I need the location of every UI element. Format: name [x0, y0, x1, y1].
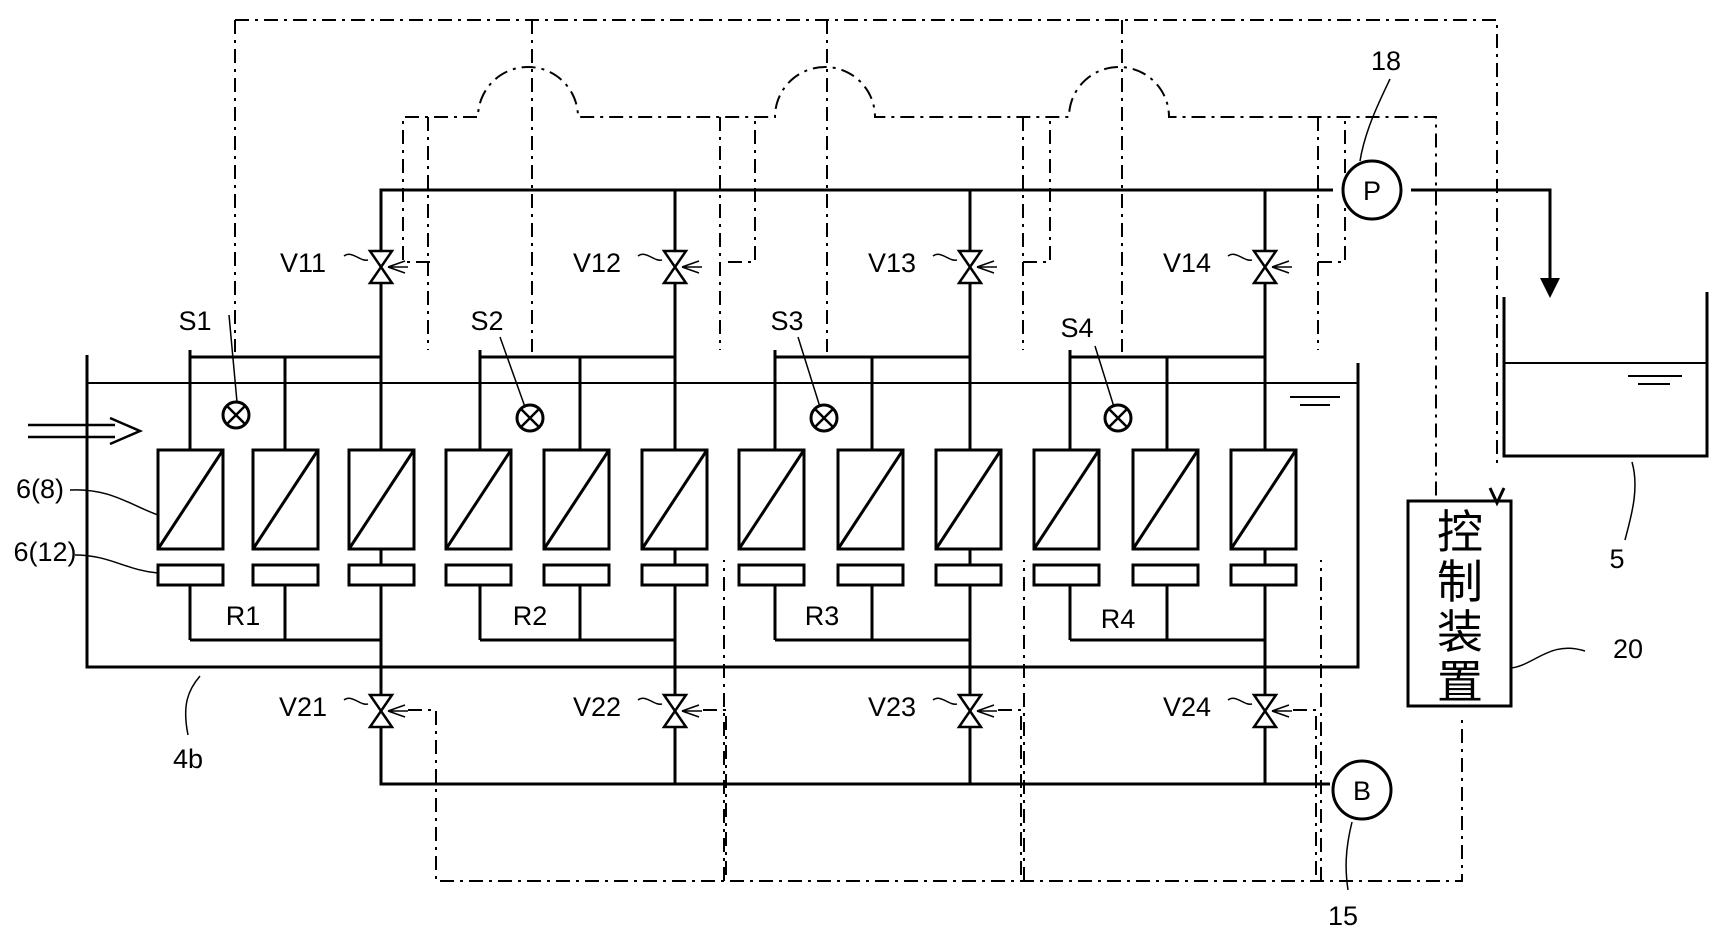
- valve-v11-label: V11: [280, 248, 326, 278]
- valve-v21[interactable]: [367, 685, 408, 735]
- controller-id-label: 20: [1613, 634, 1643, 664]
- inlet-arrow: [28, 416, 144, 446]
- valve-v22[interactable]: [661, 685, 702, 735]
- row-r4: [1032, 276, 1298, 685]
- tank-right-label: 5: [1609, 544, 1624, 574]
- pump-id-label: 18: [1371, 46, 1401, 76]
- row-r2-label: R2: [513, 601, 548, 631]
- sensor-s1: [221, 314, 251, 430]
- row-r1-label: R1: [226, 601, 261, 631]
- valve-v13-label: V13: [868, 248, 916, 278]
- control-device: [1406, 499, 1513, 708]
- row-r3-label: R3: [805, 601, 840, 631]
- row-r1: [156, 334, 416, 685]
- controller-char-2: 制: [1437, 555, 1483, 609]
- valve-v11[interactable]: [367, 234, 408, 355]
- row-r3: [737, 276, 1003, 685]
- sensor-s4: [1094, 345, 1133, 433]
- controller-char-1: 控: [1437, 505, 1483, 559]
- control-arrowhead: [1488, 487, 1506, 507]
- valve-v12[interactable]: [661, 234, 702, 290]
- control-signal-lines: [234, 19, 1498, 882]
- sensor-s1-label: S1: [178, 306, 211, 336]
- pump-p: [1341, 159, 1403, 221]
- tank-4b: [85, 355, 1360, 669]
- permeate-line: [379, 188, 1552, 278]
- valve-v23-label: V23: [868, 692, 916, 722]
- diffuser-label: 6(12): [13, 537, 76, 567]
- leader-lines: [69, 78, 1636, 891]
- valve-v24-label: V24: [1163, 692, 1211, 722]
- blower-symbol: B: [1353, 776, 1371, 806]
- valve-v14-label: V14: [1163, 248, 1211, 278]
- blower-b: [1331, 759, 1393, 821]
- blower-id-label: 15: [1328, 901, 1358, 931]
- controller-char-3: 装: [1437, 605, 1483, 659]
- row-r4-label: R4: [1101, 604, 1136, 634]
- tank-5: [1502, 292, 1709, 458]
- sensor-s2: [499, 336, 545, 433]
- sensor-s4-label: S4: [1060, 313, 1093, 343]
- membrane-unit-label: 6(8): [16, 474, 64, 504]
- air-line: [379, 735, 1330, 786]
- valve-v24[interactable]: [1251, 685, 1292, 735]
- sensor-s3: [797, 336, 839, 433]
- outlet-arrowhead: [1540, 278, 1560, 298]
- pump-symbol: P: [1363, 176, 1381, 206]
- sensor-s2-label: S2: [470, 306, 503, 336]
- tank-label: 4b: [173, 744, 203, 774]
- sensor-s3-label: S3: [770, 306, 803, 336]
- valve-v13[interactable]: [956, 234, 997, 290]
- valve-v22-label: V22: [573, 692, 621, 722]
- controller-char-4: 置: [1437, 655, 1483, 709]
- valve-v12-label: V12: [573, 248, 621, 278]
- valve-v14[interactable]: [1251, 234, 1292, 290]
- row-r2: [444, 276, 709, 685]
- valve-v23[interactable]: [956, 685, 997, 735]
- valve-v21-label: V21: [279, 692, 327, 722]
